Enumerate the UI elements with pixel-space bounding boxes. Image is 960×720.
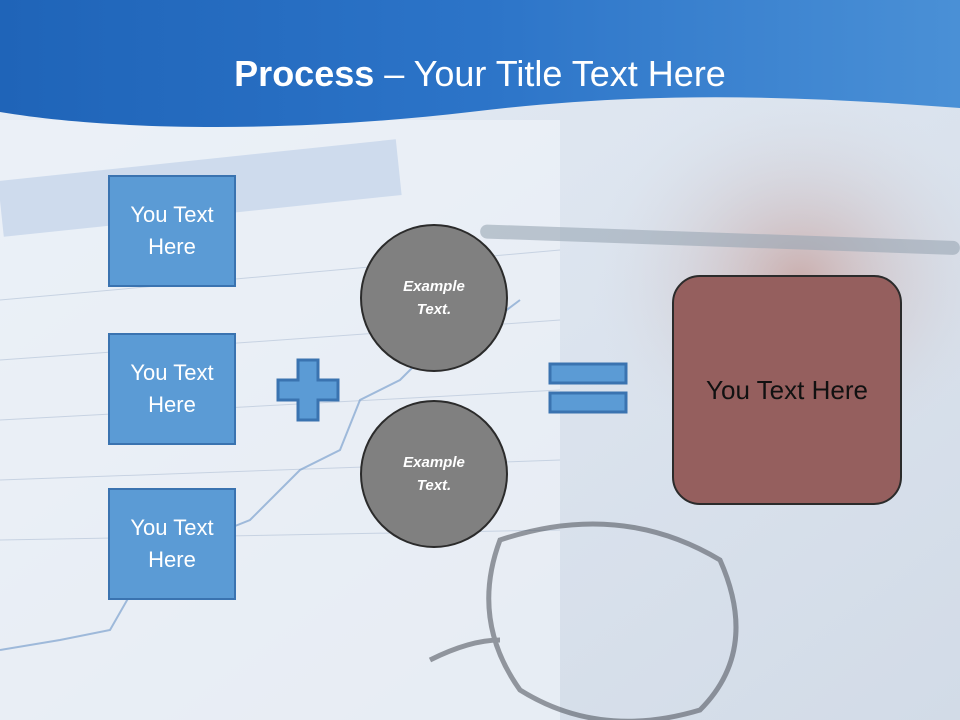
input-box-3: You Text Here — [108, 488, 236, 600]
slide-title: Process – Your Title Text Here — [0, 52, 960, 96]
example-circle-1: Example Text. — [360, 224, 508, 372]
input-box-2: You Text Here — [108, 333, 236, 445]
circle-label: Example Text. — [403, 454, 465, 494]
example-circle-2: Example Text. — [360, 400, 508, 548]
input-box-1: You Text Here — [108, 175, 236, 287]
title-bold: Process — [234, 53, 375, 94]
input-box-label: You Text Here — [130, 360, 214, 417]
circle-label: Example Text. — [403, 278, 465, 318]
result-label: You Text Here — [706, 375, 868, 405]
title-rest: – Your Title Text Here — [374, 53, 726, 94]
equals-icon — [548, 362, 628, 414]
plus-icon — [276, 358, 340, 422]
input-box-label: You Text Here — [130, 202, 214, 259]
result-box: You Text Here — [672, 275, 902, 505]
input-box-label: You Text Here — [130, 515, 214, 572]
